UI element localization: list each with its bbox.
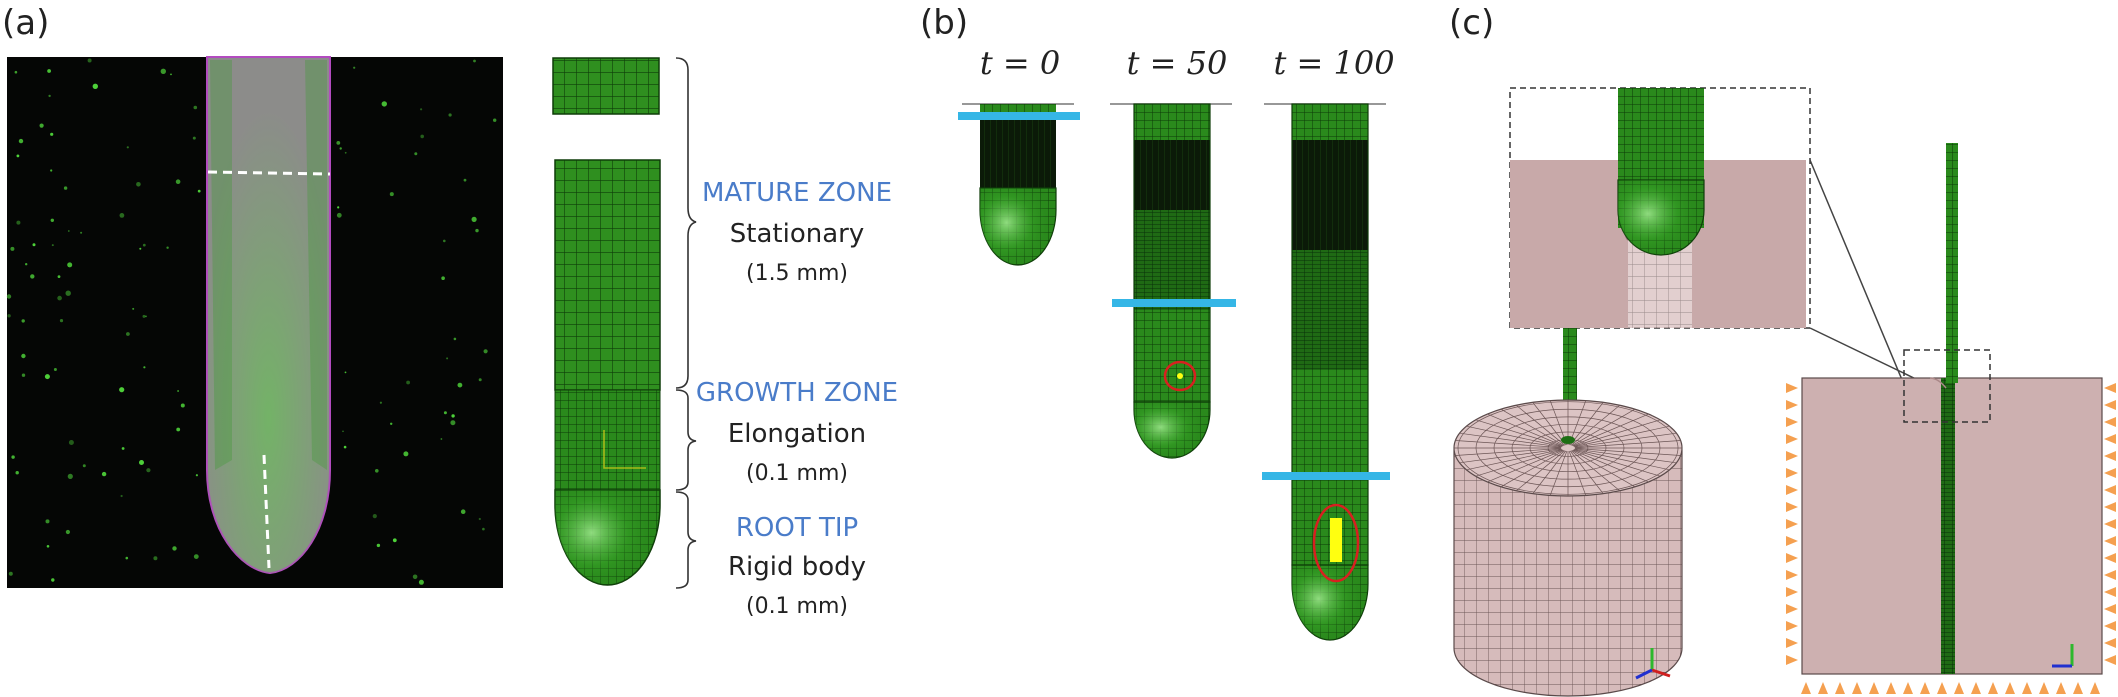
dashed-marker-vertical [262, 454, 271, 569]
time-label: t = 100 [1273, 44, 1394, 82]
highlight-red-circle [1163, 360, 1197, 392]
dashed-marker-horizontal [207, 170, 331, 176]
axis-triad-icon [2052, 644, 2074, 668]
root-mesh-model [552, 57, 661, 586]
zone-length: (1.5 mm) [746, 261, 848, 286]
zone-length: (0.1 mm) [746, 594, 848, 619]
fluorescence-speckles [6, 58, 497, 585]
zone-length: (0.1 mm) [746, 461, 848, 486]
zone-labels: MATURE ZONE Stationary (1.5 mm) GROWTH Z… [696, 178, 898, 619]
zone-description: Elongation [728, 419, 866, 449]
zone-description: Stationary [730, 219, 864, 249]
boundary-condition-markers [1786, 383, 2116, 694]
root-t100 [1262, 103, 1390, 641]
zone-title: ROOT TIP [736, 513, 858, 543]
time-label: t = 0 [980, 44, 1060, 82]
zone-description: Rigid body [728, 552, 866, 582]
soil-cross-section [1786, 143, 2116, 694]
panel-b-label: (b) [920, 3, 968, 43]
time-label: t = 50 [1127, 44, 1228, 82]
zone-title: MATURE ZONE [702, 178, 892, 208]
soil-cylinder-mesh [1453, 328, 1683, 697]
root-t50 [1110, 103, 1236, 459]
zoom-inset [1509, 87, 1919, 419]
zone-bracket [675, 57, 697, 589]
axis-triad-icon [1635, 648, 1671, 680]
panel-c-label: (c) [1449, 3, 1494, 43]
panel-a-label: (a) [2, 3, 49, 43]
microscope-image [6, 56, 503, 588]
root-t0 [958, 103, 1080, 266]
highlight-red-ellipse [1312, 503, 1360, 583]
highlight-yellow-bar [1330, 518, 1342, 562]
highlight-yellow-point [1177, 373, 1183, 379]
zone-title: GROWTH ZONE [696, 378, 898, 408]
